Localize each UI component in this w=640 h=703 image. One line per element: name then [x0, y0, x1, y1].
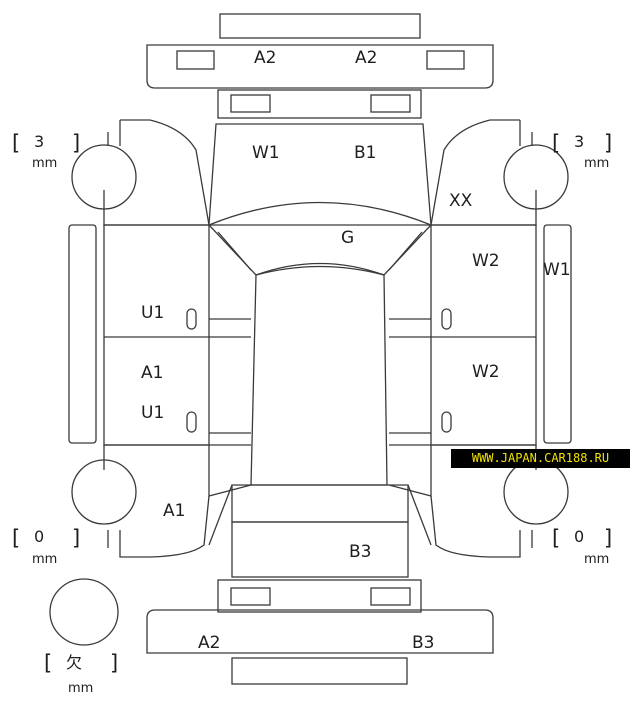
svg-text:]: ]: [72, 526, 80, 550]
label-front-bumper-left: A2: [254, 48, 276, 68]
front-right-wheel: [503, 144, 569, 210]
label-right-rear-door: W2: [472, 362, 500, 382]
label-rear-bumper-right: B3: [412, 633, 434, 653]
tread-rear-left-value: 0: [34, 527, 44, 546]
front-bumper: [146, 44, 494, 89]
rear-bumper: [146, 609, 494, 654]
rear-bumper-bottom-strip: [231, 657, 408, 685]
rear-left-wheel: [71, 459, 137, 525]
tread-front-right: [ 3 ] mm: [552, 131, 612, 171]
label-xx: XX: [449, 191, 473, 211]
tread-front-left: [ 3 ] mm: [12, 131, 80, 171]
label-left-sill-rear: U1: [141, 403, 164, 423]
svg-text:]: ]: [604, 526, 612, 550]
right-front-fender: [430, 119, 537, 226]
svg-text:[: [: [44, 651, 52, 675]
front-left-wheel: [71, 144, 137, 210]
tread-rear-right: [ 0 ] mm: [552, 526, 612, 567]
rear-garnish: [217, 579, 422, 613]
label-windshield-b: B1: [354, 143, 376, 163]
svg-text:[: [: [552, 526, 560, 550]
tread-rear-left: [ 0 ] mm: [12, 526, 80, 567]
tread-front-left-value: 3: [34, 132, 44, 151]
svg-text:]: ]: [110, 651, 118, 675]
label-left-rear-door: A1: [141, 363, 163, 383]
tread-rear-left-unit: mm: [32, 552, 57, 567]
left-side-panels: [103, 224, 252, 497]
label-left-sill-front: U1: [141, 303, 164, 323]
label-front-bumper-right: A2: [355, 48, 377, 68]
left-rear-fender: [103, 445, 233, 558]
tread-rear-right-value: 0: [574, 527, 584, 546]
hood-windshield: [208, 123, 432, 226]
tread-spare-value: 欠: [66, 653, 82, 672]
label-rear-bumper-left: A2: [198, 633, 220, 653]
svg-text:]: ]: [604, 131, 612, 155]
svg-text:]: ]: [72, 131, 80, 155]
right-front-handle: [441, 308, 452, 330]
right-side-strip: [543, 224, 572, 444]
tread-front-right-unit: mm: [584, 156, 609, 171]
front-grille: [217, 89, 422, 119]
label-windshield-w: W1: [252, 143, 280, 163]
tread-front-right-value: 3: [574, 132, 584, 151]
roof-panel: [207, 201, 433, 276]
svg-text:[: [: [12, 131, 20, 155]
svg-text:[: [: [12, 526, 20, 550]
cabin-top: [250, 265, 388, 486]
tread-rear-right-unit: mm: [584, 552, 609, 567]
trunk-lid: [231, 484, 409, 578]
spare-wheel: [49, 578, 119, 646]
left-rear-handle: [186, 411, 197, 433]
left-front-handle: [186, 308, 197, 330]
label-right-side-strip: W1: [543, 260, 571, 280]
label-right-front-door: W2: [472, 251, 500, 271]
label-roof: G: [341, 228, 354, 248]
svg-text:[: [: [552, 131, 560, 155]
left-side-strip: [68, 224, 97, 444]
right-rear-handle: [441, 411, 452, 433]
front-bumper-top-strip: [219, 13, 421, 39]
tread-spare: [ 欠 ] mm: [44, 651, 118, 696]
watermark-banner: WWW.JAPAN.CAR188.RU: [451, 449, 630, 468]
left-front-fender: [103, 119, 210, 226]
label-left-rear-fender: A1: [163, 501, 185, 521]
tread-front-left-unit: mm: [32, 156, 57, 171]
label-trunk: B3: [349, 542, 371, 562]
tread-spare-unit: mm: [68, 681, 93, 696]
